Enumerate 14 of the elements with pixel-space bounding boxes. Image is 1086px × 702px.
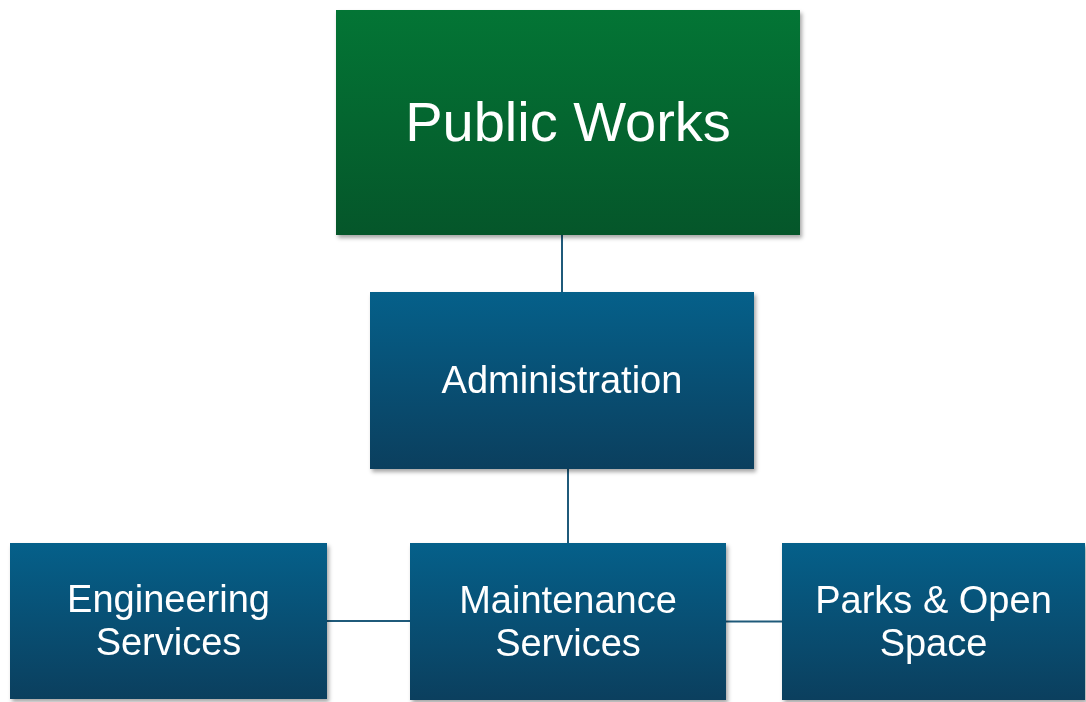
box-label: Maintenance Services [458, 578, 678, 665]
connector-line [561, 234, 563, 293]
box-label: Public Works [405, 91, 731, 154]
box-label: Administration [441, 359, 683, 402]
unit-box [370, 292, 754, 469]
box-label: Engineering Services [66, 578, 271, 664]
unit-box [10, 543, 327, 699]
unit-box [782, 543, 1085, 700]
box-label: Parks & Open Space [814, 578, 1053, 665]
connector-line [326, 620, 411, 622]
connector-line [567, 468, 569, 544]
unit-box [410, 543, 726, 700]
department-box [336, 10, 800, 235]
connector-line [725, 620, 783, 623]
